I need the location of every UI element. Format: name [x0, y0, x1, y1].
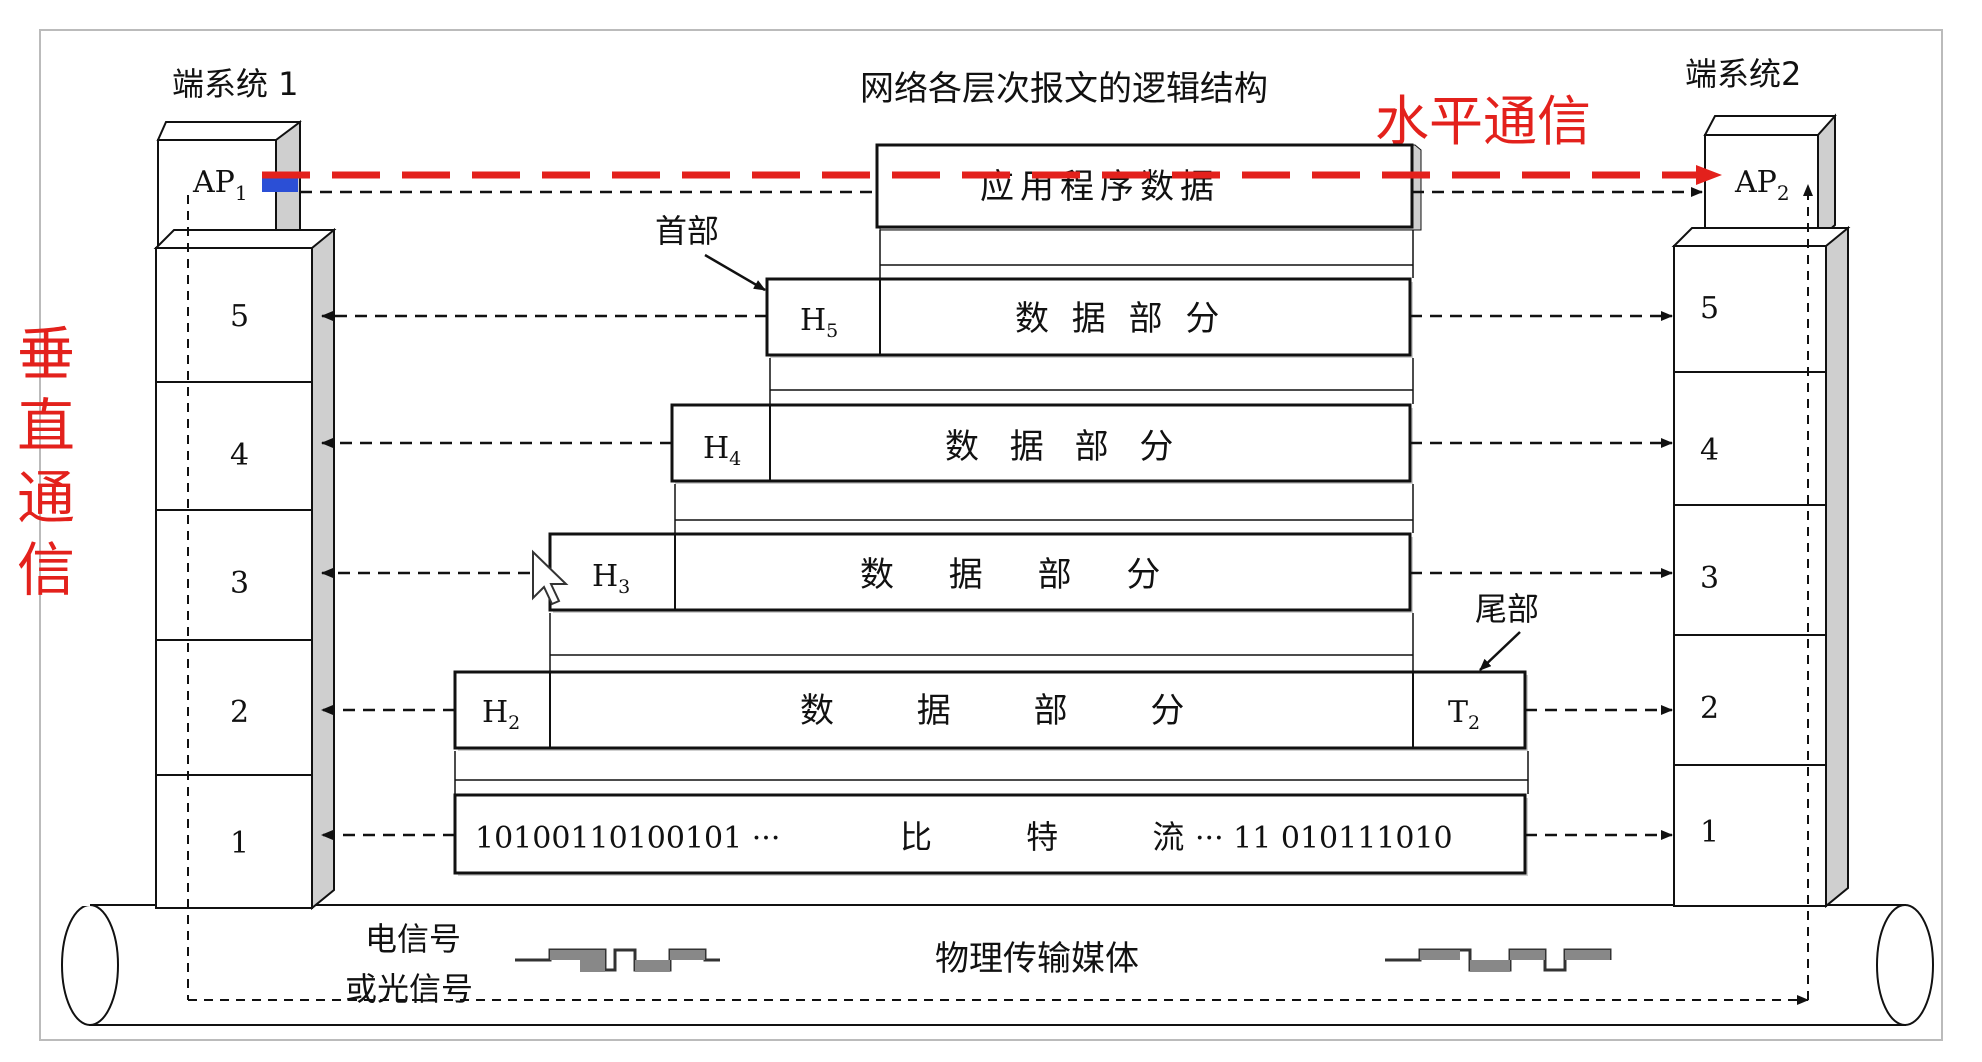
header-h2: H2 — [482, 695, 520, 734]
header-pointer — [704, 253, 766, 292]
layer-1-label-5: 5 — [230, 299, 249, 334]
pdu-connectors — [454, 230, 1529, 794]
header-h3: H3 — [592, 559, 630, 598]
peer-arrows — [300, 187, 1703, 840]
signal-waveform-right — [1385, 948, 1612, 972]
end-system-2-stack — [1671, 113, 1851, 1000]
pdu-layer-4 — [670, 403, 1413, 484]
signal-label-line-1: 电信号 — [365, 920, 461, 958]
vertical-communication-label: 垂直通信 — [16, 320, 75, 604]
header-h4: H4 — [703, 431, 741, 470]
data-part-4: 数 据 部 分 — [945, 427, 1183, 467]
ap1-label: AP1 — [192, 165, 248, 205]
layer-2-label-1: 1 — [1700, 815, 1719, 850]
ap2-label: AP2 — [1734, 165, 1790, 205]
layer-2-label-5: 5 — [1700, 291, 1719, 326]
physical-medium — [60, 904, 1934, 1026]
cursor-icon — [532, 549, 569, 606]
trailer-t2: T2 — [1448, 695, 1480, 734]
data-part-5: 数 据 部 分 — [1015, 299, 1225, 339]
medium-label: 物理传输媒体 — [935, 939, 1139, 979]
layer-2-label-4: 4 — [1700, 433, 1719, 468]
bitstream-right: ··· 11 010111010 — [1195, 821, 1453, 856]
layer-2-label-2: 2 — [1700, 691, 1719, 726]
layer-1-label-2: 2 — [230, 695, 249, 730]
data-part-3: 数 据 部 分 — [860, 555, 1182, 595]
horizontal-communication-label: 水平通信 — [1375, 90, 1591, 153]
end-system-1-label: 端系统 1 — [172, 65, 299, 103]
layer-1-label-3: 3 — [230, 566, 249, 601]
pdu-layer-2 — [453, 670, 1528, 751]
app-data-box — [875, 143, 1422, 231]
pdu-layer-3 — [548, 532, 1413, 613]
pdu-layer-1 — [453, 793, 1528, 876]
signal-waveform-left — [515, 948, 720, 972]
layer-1-label-4: 4 — [230, 438, 249, 473]
trailer-annotation: 尾部 — [1475, 590, 1539, 628]
diagram-title: 网络各层次报文的逻辑结构 — [860, 69, 1268, 109]
end-system-1-stack — [153, 120, 1809, 1005]
trailer-pointer — [1479, 631, 1521, 671]
layer-1-label-1: 1 — [230, 826, 249, 861]
bitstream-left: 10100110100101 ··· — [475, 821, 780, 856]
signal-label-line-2: 或光信号 — [345, 970, 473, 1008]
bitstream-label: 比 特 流 — [900, 818, 1226, 856]
data-part-2: 数 据 部 分 — [800, 691, 1220, 731]
layer-2-label-3: 3 — [1700, 561, 1719, 596]
header-h5: H5 — [800, 303, 838, 342]
header-annotation: 首部 — [655, 212, 719, 250]
pdu-layer-5 — [765, 277, 1413, 358]
end-system-2-label: 端系统2 — [1685, 55, 1801, 93]
